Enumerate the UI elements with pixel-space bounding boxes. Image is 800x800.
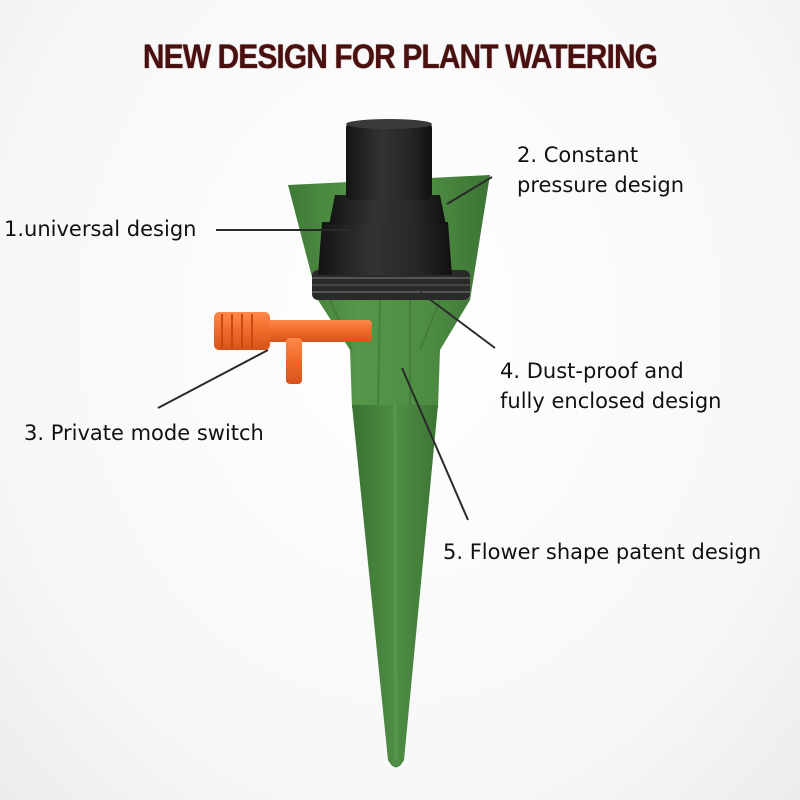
callout-pressure-line2: pressure design [517,173,685,197]
callout-flower-shape: 5. Flower shape patent design [443,537,761,567]
callout-dust-proof: 4. Dust-proof and fully enclosed design [500,356,721,416]
callout-private-mode-switch: 3. Private mode switch [24,418,264,448]
orange-valve-switch [214,312,372,384]
callout-dustproof-line1: 4. Dust-proof and [500,359,684,383]
black-cap [318,119,452,275]
callout-universal-text: 1.universal design [4,217,197,241]
leader-line-pressure [446,176,493,205]
callout-constant-pressure: 2. Constant pressure design [517,140,684,200]
callout-universal-design: 1.universal design [4,214,196,244]
leader-lines [157,176,496,521]
callout-pressure-line1: 2. Constant [517,143,639,167]
threaded-collar [312,270,470,300]
spike-ridge [393,404,398,761]
callout-flower-text: 5. Flower shape patent design [443,540,762,564]
leader-line-dustproof [419,291,496,349]
leader-line-flower [401,367,469,521]
diagram-title: NEW DESIGN FOR PLANT WATERING [142,38,658,76]
callout-dustproof-line2: fully enclosed design [500,389,722,413]
leader-line-switch [157,349,269,409]
callout-switch-text: 3. Private mode switch [24,421,264,445]
